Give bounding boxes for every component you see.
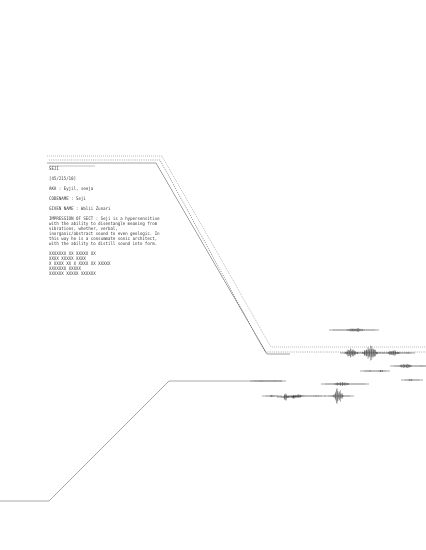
sound-waveform-icon bbox=[340, 345, 384, 361]
sound-waveform-icon bbox=[390, 363, 426, 369]
sound-waveform-icon bbox=[321, 382, 369, 386]
dotted-path-outer bbox=[47, 155, 426, 348]
sound-waveform-icon bbox=[277, 393, 301, 401]
sound-waveform-icon bbox=[250, 380, 286, 382]
sound-waveform-icon bbox=[360, 369, 390, 373]
sheet-title: SEJI bbox=[49, 166, 59, 171]
redacted-line: XXXXXX XXXXX XXXXXX bbox=[49, 271, 96, 276]
circuit-lines bbox=[0, 155, 426, 502]
impression-field: IMPRESSION OF SECT : Seji is a hypersens… bbox=[49, 216, 160, 246]
redacted-line: XXXX XXXXX XXXX bbox=[49, 256, 86, 261]
sound-waveform-icon bbox=[329, 327, 379, 333]
dotted-path-inner bbox=[49, 159, 426, 353]
sound-waveform-icon bbox=[401, 378, 423, 382]
sound-waveform-icon bbox=[379, 350, 415, 356]
redacted-line: X XXXX XX X XXXX XX XXXXX bbox=[49, 261, 111, 266]
redacted-line: XXXXXXX XXXXX bbox=[49, 266, 81, 271]
record-id: [45/215/10] bbox=[49, 176, 77, 181]
sound-waveform-icon bbox=[262, 394, 282, 398]
sound-waveform-icon bbox=[284, 394, 326, 398]
dossier-sheet: SEJI [45/215/10] AKA : Eyjil, seeja CODE… bbox=[49, 166, 161, 276]
lower-path bbox=[0, 380, 282, 502]
codename-field: CODENAME : Seji bbox=[49, 196, 86, 201]
waveform-cluster bbox=[250, 327, 426, 404]
solid-path bbox=[47, 162, 290, 355]
given-name-field: GIVEN NAME : Walii Zunari bbox=[49, 206, 111, 211]
sound-waveform-icon bbox=[324, 388, 354, 404]
redacted-line: XXXXXXX XX XXXXX XX bbox=[49, 251, 96, 256]
aka-field: AKA : Eyjil, seeja bbox=[49, 186, 94, 191]
